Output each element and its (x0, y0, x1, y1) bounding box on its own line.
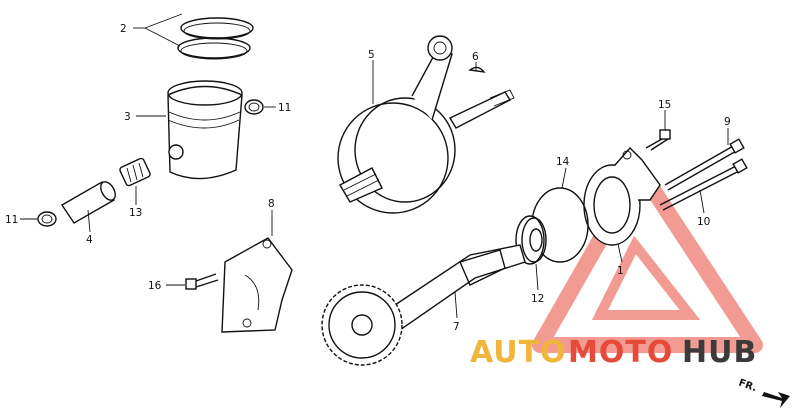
label-part-7: 7 (453, 321, 460, 333)
label-part-3: 3 (124, 111, 131, 123)
label-part-2: 2 (120, 23, 127, 35)
label-part-12: 12 (531, 293, 544, 305)
fr-label: FR. (737, 377, 758, 394)
label-part-6: 6 (472, 51, 479, 63)
label-part-1: 1 (617, 265, 624, 277)
label-part-15: 15 (658, 99, 671, 111)
woodruff-key (468, 66, 486, 73)
watermark-word-hub: HUB (682, 335, 757, 370)
pin-clip-right (244, 99, 264, 115)
watermark-triangle (532, 162, 763, 353)
balancer-holder (583, 146, 661, 246)
watermark-word-moto: MOTO (568, 335, 673, 370)
bearing-12 (515, 215, 547, 265)
label-part-11-left: 11 (5, 214, 18, 226)
watermark-word-auto: AUTO (470, 335, 567, 370)
front-direction-indicator: FR. (737, 377, 790, 408)
label-part-10: 10 (697, 216, 710, 228)
leader-lines (20, 13, 729, 319)
label-part-9: 9 (724, 116, 731, 128)
watermark-wordmark: AUTO MOTO HUB (470, 335, 757, 370)
piston-pin (61, 181, 116, 224)
label-part-13: 13 (129, 207, 142, 219)
label-part-4: 4 (86, 234, 93, 246)
label-part-5: 5 (368, 49, 375, 61)
guide-plate (221, 237, 293, 333)
piston-rings (177, 17, 254, 60)
label-part-16: 16 (148, 280, 162, 292)
fr-arrow-icon (762, 392, 790, 408)
label-part-8: 8 (268, 198, 275, 210)
needle-bearing (119, 157, 151, 187)
crankshaft (337, 35, 515, 214)
label-part-11-right: 11 (278, 102, 291, 114)
bolt-16 (185, 273, 219, 290)
bolt-15 (645, 129, 671, 151)
label-part-14: 14 (556, 156, 570, 168)
long-bolts (659, 138, 748, 211)
pin-clip-left (37, 211, 57, 227)
piston (167, 80, 243, 180)
part-numbers: 2 3 5 6 11 11 4 13 8 16 7 12 14 1 15 9 1… (5, 23, 731, 333)
balancer-shaft (321, 244, 526, 366)
